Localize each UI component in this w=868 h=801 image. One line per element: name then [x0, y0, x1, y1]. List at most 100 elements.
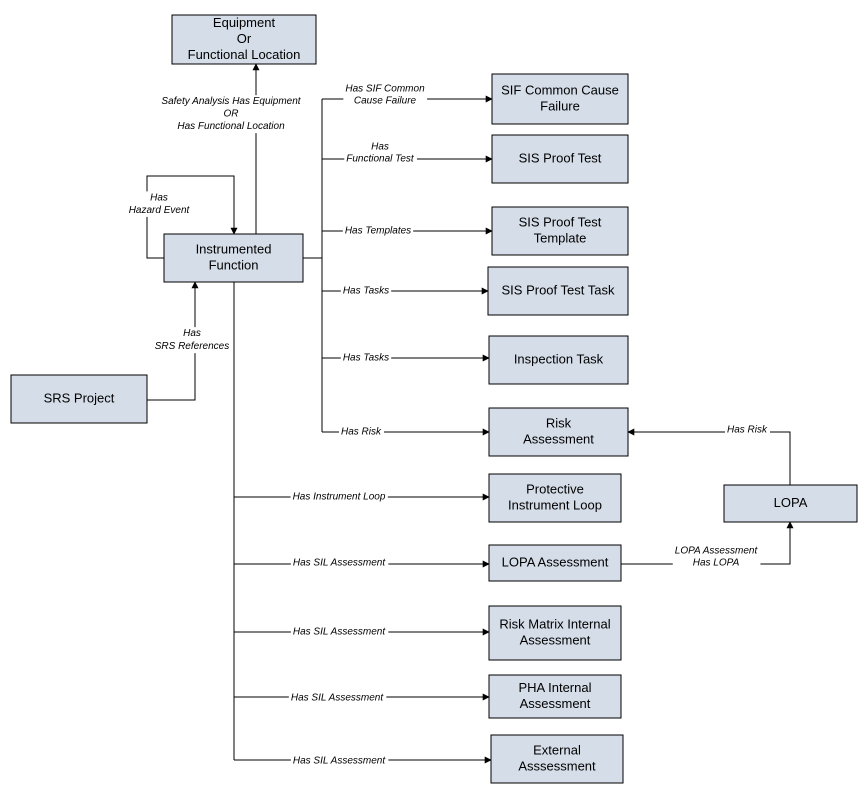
node-label-line: LOPA Assessment	[502, 554, 609, 569]
edge-label-line: LOPA Assessment	[675, 546, 759, 557]
node-box	[491, 134, 629, 184]
node-label-line: Equipment	[213, 15, 276, 30]
edge-label-background	[290, 490, 388, 504]
node-label-line: Function	[209, 257, 259, 272]
edge-label-line: Has Risk	[341, 427, 382, 438]
edge-label-line: Safety Analysis Has Equipment	[161, 96, 301, 107]
edge-label-background	[343, 82, 428, 108]
edge-label-background	[159, 95, 304, 134]
node-box	[163, 233, 304, 283]
node-label-line: Failure	[540, 98, 580, 113]
edge-label-line: Hazard Event	[129, 205, 191, 216]
edge-lopa-has-risk	[627, 428, 791, 485]
node-label-line: SIS Proof Test	[519, 150, 602, 165]
edge-label-has-templates: Has Templates	[342, 224, 414, 238]
edge-label-line: Has	[183, 328, 201, 339]
edge-label-line: Has Functional Location	[177, 121, 285, 132]
edge-label-line: Has	[150, 192, 168, 203]
node-label-line: LOPA	[774, 495, 808, 510]
edge-label-line: Has Templates	[345, 226, 411, 237]
edge-label-line: Has LOPA	[693, 558, 740, 569]
node-label-line: PHA Internal	[519, 680, 592, 695]
edge-label-background	[290, 625, 389, 639]
edge-label-line: SRS References	[155, 341, 229, 352]
node-box	[491, 206, 629, 256]
edge-label-has-sil-assessment-pha: Has SIL Assessment	[288, 691, 387, 705]
edge-label-has-sil-assessment-lopa: Has SIL Assessment	[290, 556, 389, 570]
node-label-line: Risk	[546, 415, 572, 430]
node-label-line: Or	[237, 31, 252, 46]
edge-label-lopa-has-risk: Has Risk	[724, 423, 770, 437]
edge-label-background	[290, 754, 389, 768]
node-label-line: Instrument Loop	[508, 497, 602, 512]
node-box	[10, 374, 148, 424]
node-label-line: SIS Proof Test Task	[502, 282, 615, 297]
node-lopa: LOPA	[723, 484, 858, 523]
node-label-line: SIF Common Cause	[501, 82, 619, 97]
node-label-line: Functional Location	[188, 47, 301, 62]
edge-label-line: Functional Test	[346, 154, 415, 165]
edge-label-line: Has Instrument Loop	[293, 492, 386, 503]
node-lopa-assessment: LOPA Assessment	[488, 544, 622, 582]
node-box	[488, 335, 629, 385]
node-srs-project: SRS Project	[10, 374, 148, 424]
edge-label-line: Has SIF Common	[345, 84, 425, 95]
node-box	[488, 544, 622, 582]
node-box	[488, 473, 622, 523]
edge-label-has-risk: Has Risk	[338, 425, 384, 439]
node-label-line: Protective	[526, 481, 584, 496]
node-box	[488, 605, 622, 661]
edge-label-line: Has Risk	[727, 425, 768, 436]
edge-label-background	[672, 544, 761, 570]
node-box	[488, 674, 622, 719]
edge-label-background	[340, 351, 392, 365]
edge-label-background	[340, 284, 392, 298]
edge-label-background	[344, 140, 417, 166]
edge-label-line: OR	[224, 109, 239, 120]
edge-label-has-sil-assessment-risk-matrix: Has SIL Assessment	[290, 625, 389, 639]
node-box	[171, 14, 317, 65]
edge-label-line: Cause Failure	[354, 96, 417, 107]
edge-label-background	[288, 691, 387, 705]
node-label-line: Assessment	[520, 696, 591, 711]
edge-label-line: Has SIL Assessment	[293, 756, 386, 767]
node-inspection-task: Inspection Task	[488, 335, 629, 385]
node-box	[723, 484, 858, 523]
node-box	[488, 407, 629, 457]
node-box	[490, 734, 624, 784]
edge-label-line: Has Tasks	[343, 286, 389, 297]
node-label-line: External	[533, 742, 581, 757]
edge-label-line: Has SIL Assessment	[291, 693, 384, 704]
edge-label-has-sil-assessment-external: Has SIL Assessment	[290, 754, 389, 768]
edge-label-has-instrument-loop: Has Instrument Loop	[290, 490, 388, 504]
node-label-line: Inspection Task	[514, 351, 604, 366]
node-label-line: SRS Project	[44, 390, 115, 405]
node-label-line: SIS Proof Test	[519, 214, 602, 229]
node-box	[487, 266, 629, 316]
edge-label-line: Has Tasks	[343, 353, 389, 364]
node-label-line: Assessment	[520, 632, 591, 647]
edge-label-background	[152, 327, 232, 354]
edge-label-line: Has SIL Assessment	[293, 558, 386, 569]
node-label-line: Instrumented	[196, 241, 272, 256]
edge-label-background	[342, 224, 414, 238]
node-label-line: Risk Matrix Internal	[499, 616, 610, 631]
edge-label-background	[290, 556, 389, 570]
edge-label-background	[338, 425, 384, 439]
node-label-line: Assessment	[523, 431, 594, 446]
